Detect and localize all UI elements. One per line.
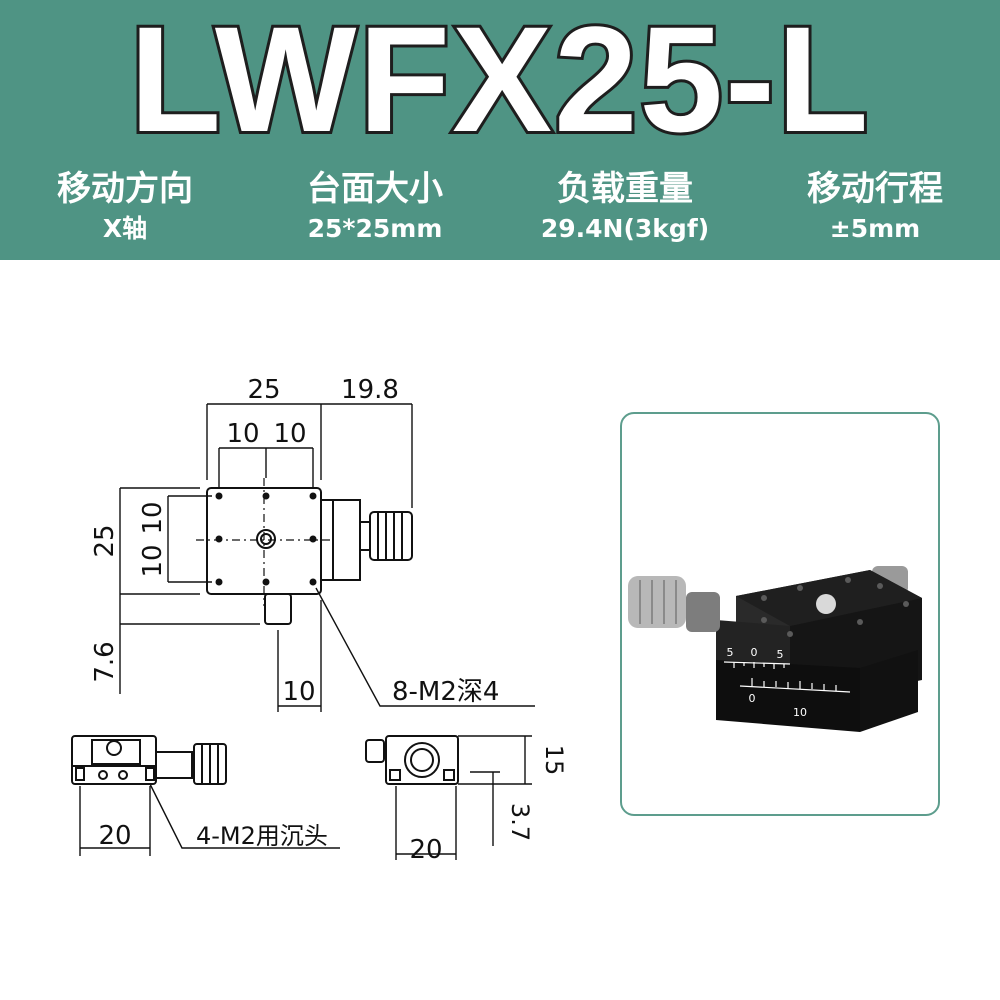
dim-25-top: 25 <box>247 375 280 405</box>
spec-load: 负载重量 29.4N(3kgf) <box>500 166 750 252</box>
side-view-right <box>365 735 459 785</box>
model-title: LWFX25-L <box>126 0 871 163</box>
spec-value: X轴 <box>102 214 148 243</box>
spec-row: 移动方向 X轴 台面大小 25*25mm 负载重量 29.4N(3kgf) 移动… <box>0 166 1000 252</box>
dim-20-right: 20 <box>409 835 442 865</box>
dim-10-c: 10 <box>138 501 168 534</box>
spec-label: 移动行程 <box>807 169 943 209</box>
dim-10-bottom: 10 <box>282 677 315 707</box>
scale-label: 5 <box>777 648 784 661</box>
spec-value: ±5mm <box>829 214 921 243</box>
scale-label: 10 <box>793 706 807 719</box>
callout-countersink: 4-M2用沉头 <box>196 822 328 850</box>
front-view-left <box>71 735 227 785</box>
dim-3-7: 3.7 <box>506 803 534 841</box>
spec-direction: 移动方向 X轴 <box>0 166 250 252</box>
center-hole <box>256 529 276 549</box>
dim-19-8: 19.8 <box>341 375 399 405</box>
dim-15: 15 <box>540 745 568 776</box>
spec-label: 移动方向 <box>57 169 193 209</box>
dim-10-a: 10 <box>226 419 259 449</box>
spec-travel: 移动行程 ±5mm <box>750 166 1000 252</box>
micrometer-knob <box>369 511 413 561</box>
scale-label: 0 <box>749 692 756 705</box>
header-banner <box>0 0 1000 260</box>
dim-10-b: 10 <box>273 419 306 449</box>
dim-10-d: 10 <box>138 544 168 577</box>
scale-label: 5 <box>727 646 734 659</box>
dim-7-6: 7.6 <box>90 641 120 682</box>
micrometer-housing <box>321 499 361 581</box>
spec-label: 台面大小 <box>307 169 443 209</box>
spec-value: 25*25mm <box>307 214 443 243</box>
scale-label: 0 <box>751 646 758 659</box>
m2-holes <box>215 492 317 586</box>
spec-value: 29.4N(3kgf) <box>540 214 710 243</box>
dim-25-left: 25 <box>90 524 120 557</box>
dim-20-left: 20 <box>98 821 131 851</box>
callout-holes: 8-M2深4 <box>392 677 499 707</box>
spec-table-size: 台面大小 25*25mm <box>250 166 500 252</box>
spec-label: 负载重量 <box>557 169 693 209</box>
product-photo: 5 0 5 0 10 <box>628 566 922 732</box>
lock-knob <box>264 593 292 625</box>
